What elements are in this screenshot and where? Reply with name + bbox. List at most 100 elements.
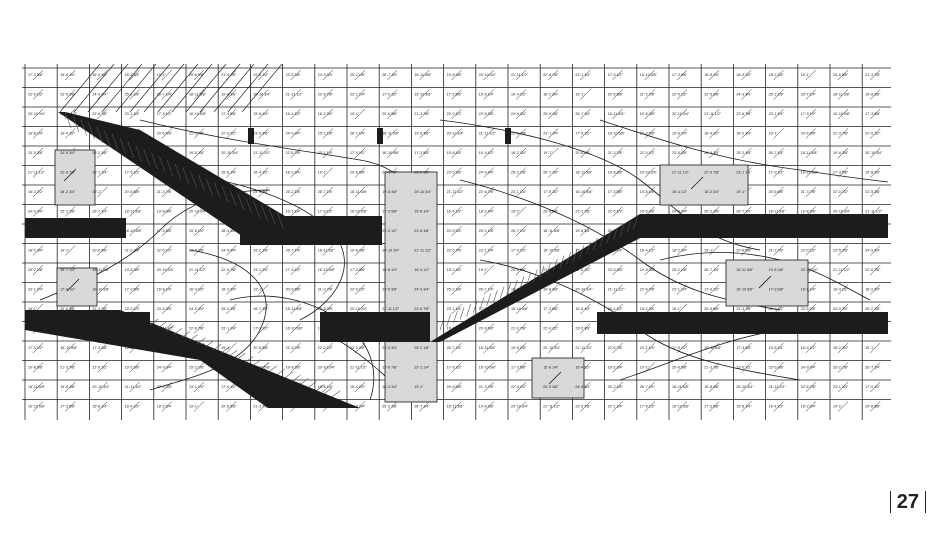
elevation-label: 22'-6 7/8": [60, 171, 76, 175]
elevation-label: 20'-6 5/8": [479, 327, 495, 331]
elevation-label: 22'-0 1/2": [28, 93, 44, 97]
elevation-label: 16'-10 5/8": [704, 346, 722, 350]
elevation-label: 24'-9 3/4": [414, 288, 430, 292]
arrow-tick: [354, 284, 366, 295]
elevation-label: 21'-11 1/2": [833, 268, 851, 272]
elevation-label: 25'-2 1/8": [736, 151, 752, 155]
arrow-tick: [161, 225, 172, 237]
arrow-tick: [290, 264, 301, 276]
arrow-tick: [644, 89, 655, 100]
arrow-tick: [451, 69, 462, 81]
stair-tread: [151, 152, 158, 169]
elevation-label: 21'-3 7/8": [318, 288, 334, 292]
arrow-tick: [258, 89, 269, 100]
elevation-label: 17'-9 1/2": [60, 288, 76, 292]
elevation-label: 20'-10 3/4": [414, 190, 432, 194]
elevation-label: 24'-9 3/4": [801, 366, 817, 370]
elevation-label: 19'-1": [704, 249, 714, 253]
arrow-tick: [193, 108, 205, 120]
arrow-tick: [97, 89, 108, 100]
arrow-tick: [837, 401, 849, 412]
glass-mark: [548, 371, 562, 385]
elevation-label: 21'-11 1/2": [447, 190, 465, 194]
elevation-label: 19'-1": [318, 171, 328, 175]
arrow-tick: [676, 342, 688, 354]
arrow-tick: [32, 167, 44, 178]
arrow-tick: [548, 167, 559, 178]
elevation-label: 20'-10 3/4": [672, 112, 690, 116]
arrow-tick: [97, 381, 108, 393]
arrow-tick: [161, 108, 172, 120]
arrow-tick: [644, 264, 655, 276]
stair-tread: [159, 156, 166, 173]
elevation-label: 24'-9 3/4": [157, 366, 173, 370]
elevation-label: 18'-2 3/4": [221, 288, 237, 292]
elevation-label: 20'-6 5/8": [736, 249, 752, 253]
arrow-tick: [709, 147, 720, 159]
elevation-label: 19'-1": [28, 307, 38, 311]
stair-tread: [143, 149, 150, 166]
stair-tread: [292, 375, 301, 382]
elevation-label: 22'-0 1/2": [736, 366, 752, 370]
arrow-tick: [387, 69, 398, 81]
elevation-label: 17'-9 1/2": [221, 385, 237, 389]
elevation-label: 19'-8 3/8": [608, 171, 624, 175]
arrow-tick: [612, 342, 623, 354]
elevation-label: 22'-6 7/8": [865, 268, 881, 272]
elevation-label: 26'-7 1/4": [640, 385, 656, 389]
arrow-tick: [483, 128, 494, 139]
elevation-label: 20'-10 3/4": [865, 151, 883, 155]
arrow-tick: [837, 69, 849, 81]
floor-slab-or-stair: [240, 216, 382, 245]
elevation-label: 24'-9 3/4": [672, 210, 688, 214]
arrow-tick: [870, 89, 881, 100]
elevation-label: 19'-1": [221, 346, 231, 350]
arrow-tick: [773, 245, 784, 256]
panel-opening: [56, 267, 98, 307]
arrow-tick: [870, 245, 881, 256]
elevation-label: 25'-2 1/8": [318, 132, 334, 136]
arrow-tick: [805, 362, 816, 373]
elevation-label: 17'-9 1/2": [608, 73, 624, 77]
elevation-label: 21'-11 1/2": [672, 171, 690, 175]
arrow-tick: [515, 167, 527, 178]
stair-tread: [182, 167, 190, 184]
elevation-label: 22'-0 1/2": [221, 132, 237, 136]
arrow-tick: [387, 108, 398, 120]
arrow-tick: [515, 303, 527, 315]
elevation-label: 19'-1": [736, 190, 746, 194]
elevation-label: 18'-11 5/8": [575, 171, 593, 175]
elevation-label: 25'-2 1/8": [608, 385, 624, 389]
arrow-tick: [322, 167, 333, 178]
elevation-label: 20'-6 5/8": [60, 307, 76, 311]
arrow-tick: [741, 89, 752, 100]
arrow-tick: [290, 89, 301, 100]
elevation-label: 19'-8 3/8": [447, 73, 463, 77]
elevation-label: 22'-6 7/8": [318, 93, 334, 97]
elevation-label: 23'-5 3/8": [382, 288, 398, 292]
arrow-tick: [548, 206, 559, 217]
arrow-tick: [32, 186, 44, 198]
elevation-label: 23'-5 3/8": [189, 249, 205, 253]
arrow-tick: [548, 245, 559, 256]
arrow-tick: [354, 108, 366, 120]
arrow-tick: [870, 147, 881, 159]
elevation-label: 19'-8 3/8": [865, 93, 881, 97]
elevation-label: 19'-8 3/8": [382, 190, 398, 194]
elevation-label: 20'-6 5/8": [92, 249, 108, 253]
elevation-label: 17'-3 5/8": [511, 366, 527, 370]
stair-tread: [221, 346, 230, 354]
elevation-label: 17'-9 1/2": [28, 346, 44, 350]
elevation-label: 16'-10 5/8": [801, 171, 819, 175]
elevation-label: 25'-2 1/8": [60, 210, 76, 214]
elevation-label: 17'-3 5/8": [736, 346, 752, 350]
elevation-label: 17'-3 5/8": [382, 210, 398, 214]
arrow-tick: [65, 245, 76, 256]
arrow-tick: [548, 147, 559, 159]
elevation-label-layer: 17'-3 5/8"15'-8 1/4"16'-4 1/2"18'-2 3/4"…: [28, 73, 883, 409]
arrow-tick: [773, 108, 784, 120]
arrow-tick: [741, 69, 752, 81]
floor-slab-or-stair: [320, 312, 430, 342]
elevation-label: 24'-9 3/4": [865, 249, 881, 253]
arrow-tick: [354, 128, 366, 139]
